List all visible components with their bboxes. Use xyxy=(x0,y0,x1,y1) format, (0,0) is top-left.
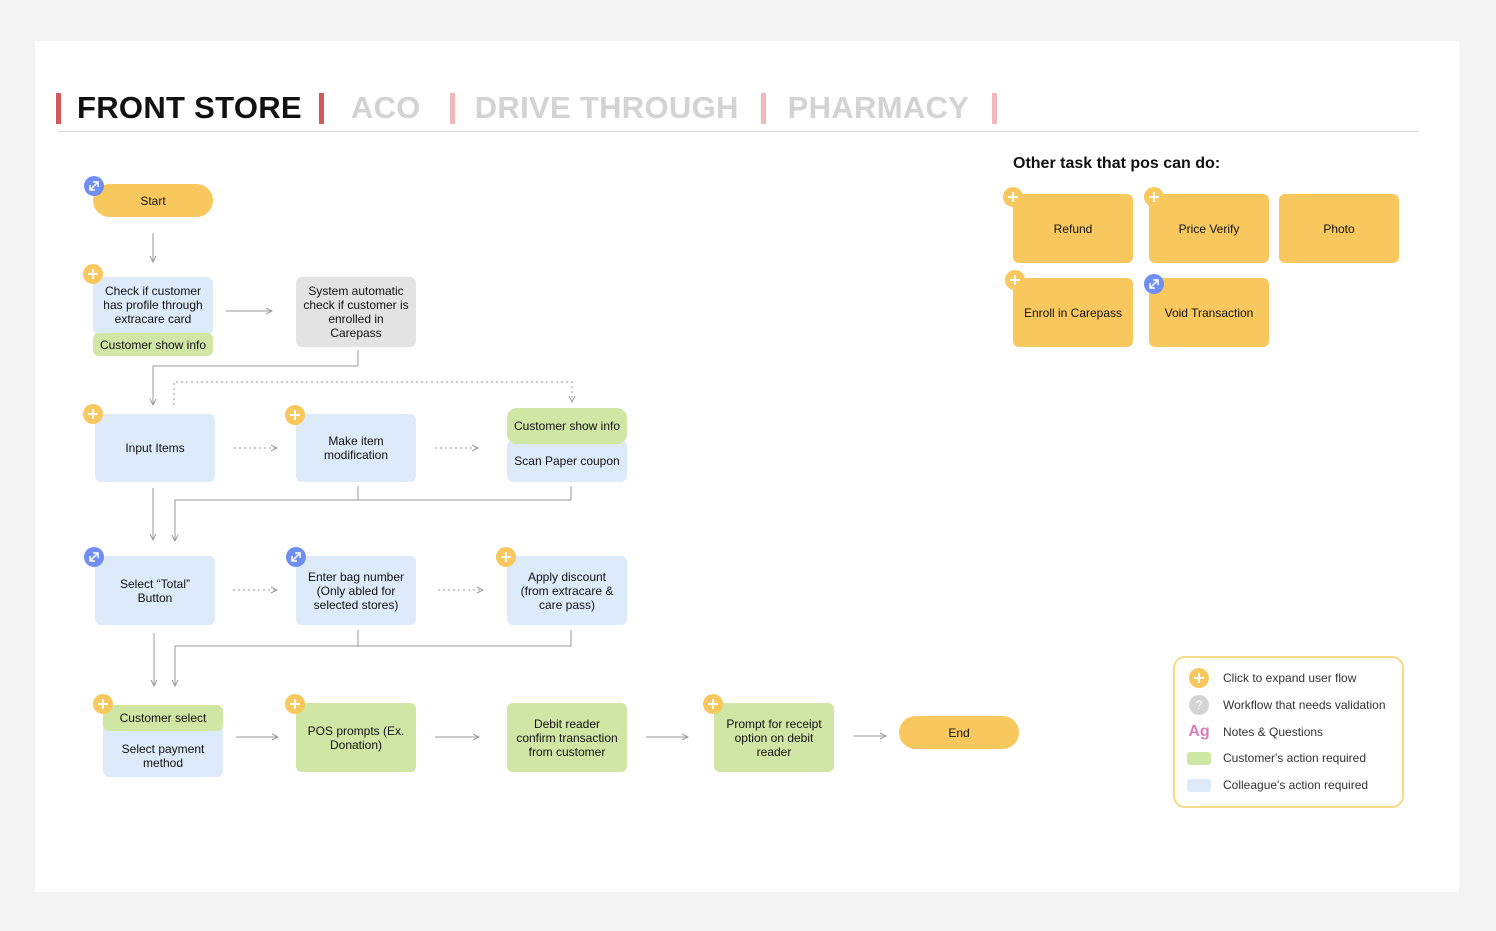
legend-label: Notes & Questions xyxy=(1223,725,1324,739)
other-tasks-title: Other task that pos can do: xyxy=(1013,155,1221,172)
plus-icon[interactable] xyxy=(1003,187,1023,207)
plus-icon[interactable] xyxy=(1144,187,1164,207)
scan-coupon-node[interactable]: Scan Paper coupon xyxy=(507,440,627,482)
tab-pharmacy[interactable]: PHARMACY xyxy=(787,90,970,125)
legend-item: Customer's action required xyxy=(1187,750,1366,766)
tab-divider xyxy=(318,92,324,124)
select-payment-node[interactable]: Select payment method xyxy=(103,725,223,777)
arrow-system-to-input xyxy=(153,350,359,405)
refund-task[interactable]: Refund xyxy=(1013,194,1133,263)
tab-drive-through[interactable]: DRIVE THROUGH xyxy=(474,90,739,125)
tab-divider xyxy=(760,92,766,124)
plus-icon[interactable] xyxy=(496,547,516,567)
enroll-carepass-task[interactable]: Enroll in Carepass xyxy=(1013,278,1133,347)
arrow-bag-to-customer-select xyxy=(175,630,359,686)
check-profile-node[interactable]: Check if customer has profile through ex… xyxy=(93,277,213,335)
prompt-receipt-node[interactable]: Prompt for receipt option on debit reade… xyxy=(714,703,834,772)
arrow-dashed-to-coupon xyxy=(173,381,572,405)
plus-icon[interactable] xyxy=(1005,270,1025,290)
legend-label: Customer's action required xyxy=(1223,751,1367,765)
pos-prompts-node[interactable]: POS prompts (Ex. Donation) xyxy=(296,703,416,772)
tab-bar: FRONT STORE ACO DRIVE THROUGH PHARMACY xyxy=(56,86,998,130)
connector-discount xyxy=(358,630,572,647)
make-modification-node[interactable]: Make item modification xyxy=(296,414,416,482)
tab-divider xyxy=(56,92,61,124)
plus-icon[interactable] xyxy=(83,404,103,424)
connector-coupon xyxy=(358,486,572,501)
legend-item: Colleague's action required xyxy=(1187,777,1368,793)
expand-arrow-icon[interactable] xyxy=(286,547,306,567)
expand-arrow-icon[interactable] xyxy=(84,176,104,196)
plus-icon[interactable] xyxy=(285,694,305,714)
void-transaction-task[interactable]: Void Transaction xyxy=(1149,278,1269,347)
legend-item: Click to expand user flow xyxy=(1187,668,1357,688)
legend-label: Workflow that needs validation xyxy=(1223,698,1386,712)
customer-show-info-node[interactable]: Customer show info xyxy=(507,408,627,444)
select-total-node[interactable]: Select “Total” Button xyxy=(95,556,215,625)
price-verify-task[interactable]: Price Verify xyxy=(1149,194,1269,263)
green-swatch xyxy=(1187,751,1211,765)
tab-aco[interactable]: ACO xyxy=(350,90,421,125)
enter-bag-node[interactable]: Enter bag number (Only abled for selecte… xyxy=(296,556,416,625)
expand-arrow-icon[interactable] xyxy=(1144,274,1164,294)
plus-icon[interactable] xyxy=(285,405,305,425)
tab-front-store[interactable]: FRONT STORE xyxy=(77,90,302,125)
legend-item: Ag Notes & Questions xyxy=(1187,723,1324,740)
plus-icon[interactable] xyxy=(83,264,103,284)
plus-icon[interactable] xyxy=(703,694,723,714)
customer-show-info-node[interactable]: Customer show info xyxy=(93,333,213,356)
debit-confirm-node[interactable]: Debit reader confirm transaction from cu… xyxy=(507,703,627,772)
photo-task[interactable]: Photo xyxy=(1279,194,1399,263)
tab-underline xyxy=(58,131,1419,132)
expand-arrow-icon[interactable] xyxy=(84,547,104,567)
legend: Click to expand user flow ? Workflow tha… xyxy=(1173,656,1404,808)
tab-divider xyxy=(992,92,998,124)
arrow-merge-to-total xyxy=(175,499,185,541)
legend-label: Click to expand user flow xyxy=(1223,671,1357,685)
legend-label: Colleague's action required xyxy=(1223,778,1369,792)
plus-icon[interactable] xyxy=(93,694,113,714)
start-node[interactable]: Start xyxy=(93,184,213,217)
system-check-node[interactable]: System automatic check if customer is en… xyxy=(296,277,416,347)
customer-select-node[interactable]: Customer select xyxy=(103,705,223,731)
blue-swatch xyxy=(1187,778,1211,792)
connector-modify xyxy=(174,486,359,501)
tab-divider xyxy=(449,92,455,124)
ag-icon: Ag xyxy=(1188,723,1210,740)
plus-icon xyxy=(1189,668,1209,688)
legend-item: ? Workflow that needs validation xyxy=(1187,695,1386,715)
apply-discount-node[interactable]: Apply discount (from extracare & care pa… xyxy=(507,556,627,625)
end-node[interactable]: End xyxy=(899,716,1019,749)
input-items-node[interactable]: Input Items xyxy=(95,414,215,482)
question-icon: ? xyxy=(1189,695,1209,715)
